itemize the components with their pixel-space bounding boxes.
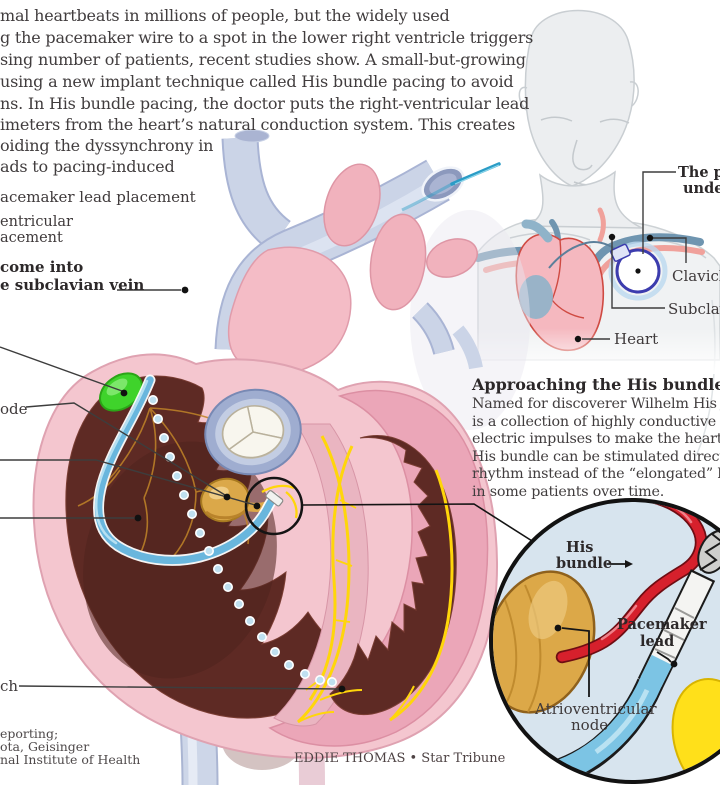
leader-his-region [0, 459, 256, 506]
inset-label-lead-1: Pacemaker [617, 616, 707, 633]
pacemaker-device [548, 241, 668, 301]
main-heart-illustration [32, 129, 541, 785]
label-subclavian-2: e subclavian vein [0, 276, 145, 294]
inset-leader-lines [561, 563, 672, 697]
his-section-line: His bundle can be stimulated directly, r… [472, 448, 720, 465]
inset-circle [489, 498, 720, 784]
credit-line-1: eporting; [0, 726, 59, 741]
label-lead-placement: acemaker lead placement [0, 188, 196, 206]
pacemaker-lead-solid [93, 374, 284, 566]
leader-bundle-branch [18, 685, 340, 690]
label-branch-fragment: ch [0, 677, 19, 695]
label-subclavian-1: come into [0, 258, 84, 276]
label-heart: Heart [614, 330, 659, 348]
intro-line: ns. In His bundle pacing, the doctor put… [0, 94, 530, 113]
lead-entry-segment [401, 162, 501, 212]
his-section-line: electric impulses to make the heart’s lo [472, 431, 720, 447]
inset-connector-line [302, 503, 541, 547]
inset-label-his-2: bundle [556, 555, 613, 572]
byline: EDDIE THOMAS • Star Tribune [294, 751, 506, 766]
his-section-line: rhythm instead of the “elongated” hear [472, 466, 720, 482]
intro-line: imeters from the heart’s natural conduct… [0, 115, 516, 134]
leader-pacemaker-device [642, 171, 676, 254]
intro-line: ads to pacing-induced [0, 157, 175, 176]
vessel-cut-opening [421, 166, 465, 202]
his-section-line: is a collection of highly conductive mus [472, 413, 720, 430]
pacemaker-lead-dotted [148, 394, 337, 687]
leader-lines [0, 171, 687, 690]
left-ventricle-cavity [329, 435, 457, 716]
inset-label-av-1: Atrioventricular [535, 700, 657, 718]
his-section-line: in some patients over time. [472, 483, 665, 500]
intro-line: using a new implant technique called His… [0, 72, 514, 91]
conduction-fibers-yellow [261, 435, 454, 724]
label-pacemaker-device-1: The pa [678, 164, 720, 181]
torso-figure [470, 9, 720, 457]
leader-subclavian-torso [611, 237, 665, 309]
his-section-heading: Approaching the His bundle [472, 375, 720, 394]
his-bundle-circle-annotation [244, 476, 304, 536]
his-section-line: Named for discoverer Wilhelm His Jr. (1 [472, 396, 720, 412]
atrial-fibers-gold [77, 407, 250, 559]
leader-sa-node [0, 346, 123, 392]
torso-heart [515, 219, 605, 351]
credit-line-2: ota, Geisinger [0, 739, 90, 754]
inset-label-av-2: node [571, 716, 609, 734]
label-clavicle: Clavicle [672, 267, 720, 285]
heart-valve [204, 388, 302, 476]
label-pacemaker-device-2: under [683, 180, 720, 197]
leader-dots [120, 233, 654, 693]
leader-av-node [25, 402, 226, 496]
label-subclavian-torso: Subclav [668, 300, 720, 318]
torso-head [524, 9, 635, 187]
label-ventricular-2: acement [0, 230, 63, 246]
intro-line: sing number of patients, recent studies … [0, 50, 526, 69]
credit-line-3: nal Institute of Health [0, 752, 141, 767]
inset-av-node [493, 570, 596, 714]
leader-clavicle [650, 237, 687, 263]
intro-line: g the pacemaker wire to a spot in the lo… [0, 28, 534, 47]
label-ventricular-1: entricular [0, 214, 73, 230]
inset-label-his-1: His [566, 539, 594, 556]
septum [273, 423, 369, 727]
intro-line: mal heartbeats in millions of people, bu… [0, 6, 450, 25]
label-node-fragment: ode [0, 400, 28, 418]
inset-label-lead-2: lead [640, 633, 675, 650]
intro-line: oiding the dyssynchrony in [0, 136, 214, 155]
